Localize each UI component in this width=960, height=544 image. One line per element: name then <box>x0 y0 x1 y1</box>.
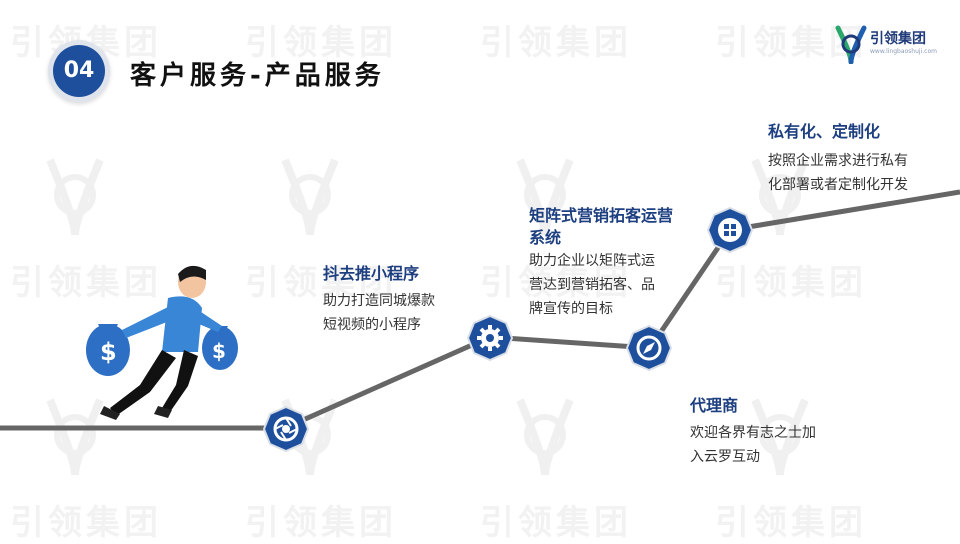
svg-text:$: $ <box>212 339 226 363</box>
running-man-illustration: $ $ <box>86 265 238 420</box>
step-4-line-1: 按照企业需求进行私有 <box>768 153 908 169</box>
step-4-title: 私有化、定制化 <box>768 122 881 141</box>
page-title: 客户服务-产品服务 <box>130 61 385 91</box>
logo-mark-icon <box>835 25 867 64</box>
compass-icon <box>625 324 673 372</box>
camera-aperture-icon <box>262 405 310 453</box>
step-2-line-3: 牌宣传的目标 <box>529 301 613 317</box>
logo-subtitle: www.lingbaoshuji.com <box>870 48 937 55</box>
step-3-line-1: 欢迎各界有志之士加 <box>690 425 816 441</box>
step-3-line-2: 入云罗互动 <box>690 449 760 465</box>
section-number-badge: 04 <box>48 40 110 102</box>
step-1-line-1: 助力打造同城爆款 <box>323 293 435 309</box>
step-2-title: 矩阵式营销拓客运营 <box>529 206 674 225</box>
step-3-title: 代理商 <box>690 396 739 415</box>
section-number: 04 <box>53 45 105 97</box>
step-2-line-2: 营达到营销拓客、品 <box>529 277 655 293</box>
step-1-title: 抖去推小程序 <box>323 264 420 283</box>
step-4-line-2: 化部署或者定制化开发 <box>768 177 908 193</box>
windows-icon <box>706 206 754 254</box>
logo-name: 引领集团 <box>870 31 926 47</box>
step-1-line-2: 短视频的小程序 <box>323 317 421 333</box>
gear-icon <box>466 314 514 362</box>
svg-text:$: $ <box>100 338 117 366</box>
company-logo: 引领集团 www.lingbaoshuji.com <box>830 20 940 70</box>
step-2-line-1: 助力企业以矩阵式运 <box>529 253 655 269</box>
step-2-title-cont: 系统 <box>529 228 562 247</box>
